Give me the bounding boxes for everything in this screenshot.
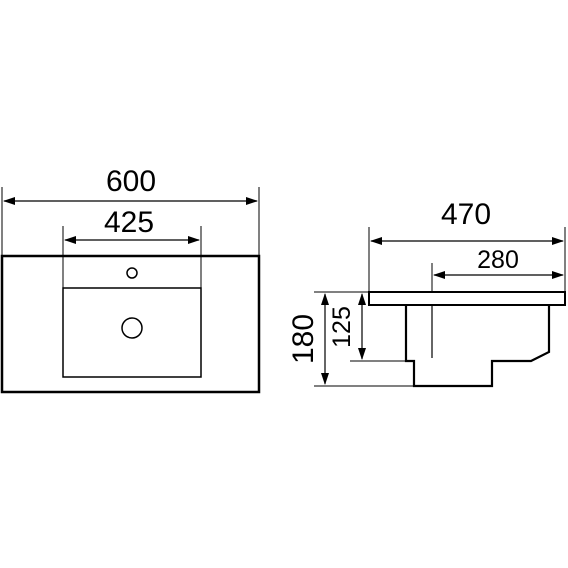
top-view-outline — [0, 254, 261, 394]
dimension-label-125: 125 — [328, 306, 356, 348]
top-view-basin — [62, 287, 202, 378]
dimension-label-425: 425 — [104, 206, 154, 239]
side-view-slab — [368, 291, 566, 306]
drain-hole — [121, 317, 143, 339]
dimension-label-470: 470 — [441, 198, 491, 231]
side-view-basin — [404, 305, 551, 388]
dimension-label-600: 600 — [106, 165, 156, 198]
dimension-label-180: 180 — [287, 314, 320, 364]
dimension-label-280: 280 — [477, 246, 519, 274]
side-view — [314, 227, 566, 388]
tap-hole — [126, 267, 138, 279]
top-view — [0, 187, 261, 394]
